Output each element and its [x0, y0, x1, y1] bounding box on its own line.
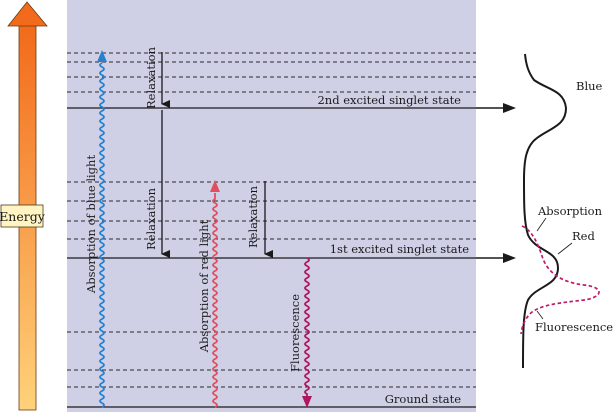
spectrum-fluorescence-label: Fluorescence: [535, 320, 613, 334]
energy-label-box: Energy: [0, 204, 46, 228]
blue-absorption-wave: [97, 50, 107, 408]
energy-label: Energy: [0, 209, 46, 224]
relaxation-label-right: Relaxation: [246, 185, 260, 248]
first-excited-label: 1st excited singlet state: [330, 242, 469, 256]
connector-arrow-red: [476, 253, 516, 263]
absorption-blue-label: Absorption of blue light: [84, 155, 98, 295]
spectrum-absorption-label: Absorption: [537, 204, 603, 218]
second-excited-label: 2nd excited singlet state: [317, 93, 461, 107]
ground-state-label: Ground state: [385, 392, 461, 406]
fluorescence-spectrum-curve: [520, 225, 600, 335]
fluorescence-wave: [302, 257, 312, 408]
relaxation-label-top: Relaxation: [144, 46, 158, 109]
spectrum-red-label: Red: [572, 229, 595, 243]
relaxation-label-middle: Relaxation: [144, 187, 158, 250]
energy-panel: [67, 0, 476, 412]
fluorescence-leader-line: [536, 310, 544, 320]
red-leader-line: [557, 242, 573, 255]
vibrational-levels: [67, 52, 476, 388]
absorption-leader-line: [536, 217, 547, 232]
spectrum-blue-label: Blue: [576, 79, 603, 93]
absorption-spectrum-curve: [522, 53, 568, 369]
fluorescence-label: Fluorescence: [288, 294, 302, 372]
red-absorption-wave: [210, 180, 220, 408]
connector-arrow-blue: [476, 103, 516, 113]
absorption-red-label: Absorption of red light: [197, 219, 211, 353]
